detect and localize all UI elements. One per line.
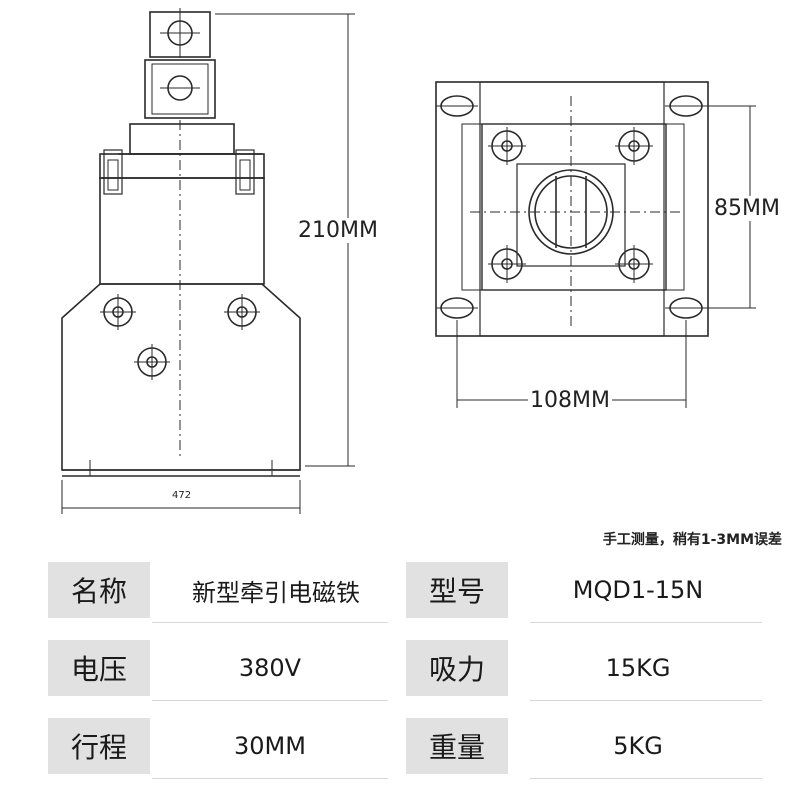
spec-value-stroke: 30MM bbox=[234, 732, 306, 760]
top-bolt-3 bbox=[488, 245, 526, 283]
spec-label-stroke: 行程 bbox=[48, 718, 150, 774]
front-view bbox=[61, 8, 301, 477]
slot-top-left bbox=[436, 95, 478, 117]
spec-value-voltage: 380V bbox=[238, 654, 302, 682]
spec-value-weight: 5KG bbox=[613, 732, 663, 760]
measurement-note: 手工测量，稍有1-3MM误差 bbox=[602, 532, 782, 548]
top-bolt-1 bbox=[488, 127, 526, 165]
top-bolt-4 bbox=[615, 245, 653, 283]
base-dimension-line bbox=[61, 480, 301, 514]
electromagnet-technical-drawing bbox=[61, 8, 756, 514]
spec-row-1: 名称 新型牵引电磁铁 型号 MQD1-15N bbox=[0, 562, 800, 626]
spec-label-voltage: 电压 bbox=[48, 640, 150, 696]
spec-value-force: 15KG bbox=[605, 654, 671, 682]
height-dimension-label: 210MM bbox=[296, 218, 380, 243]
front-bolt-2 bbox=[224, 294, 260, 330]
spec-label-model: 型号 bbox=[406, 562, 508, 618]
top-bolt-2 bbox=[615, 127, 653, 165]
width-dimension-label: 108MM bbox=[528, 388, 612, 413]
base-dimension-label: 472 bbox=[170, 490, 194, 501]
spec-label-force: 吸力 bbox=[406, 640, 508, 696]
spec-label-name: 名称 bbox=[48, 562, 150, 618]
spec-value-name: 新型牵引电磁铁 bbox=[192, 578, 360, 607]
top-view bbox=[435, 81, 709, 337]
spec-label-weight: 重量 bbox=[406, 718, 508, 774]
slot-bottom-left bbox=[436, 297, 478, 319]
inner-height-dimension-label: 85MM bbox=[712, 196, 782, 221]
front-bolt-3 bbox=[134, 344, 170, 380]
spec-value-model: MQD1-15N bbox=[572, 576, 704, 604]
spec-row-3: 行程 30MM 重量 5KG bbox=[0, 718, 800, 782]
front-bolt-1 bbox=[100, 294, 136, 330]
spec-row-2: 电压 380V 吸力 15KG bbox=[0, 640, 800, 704]
